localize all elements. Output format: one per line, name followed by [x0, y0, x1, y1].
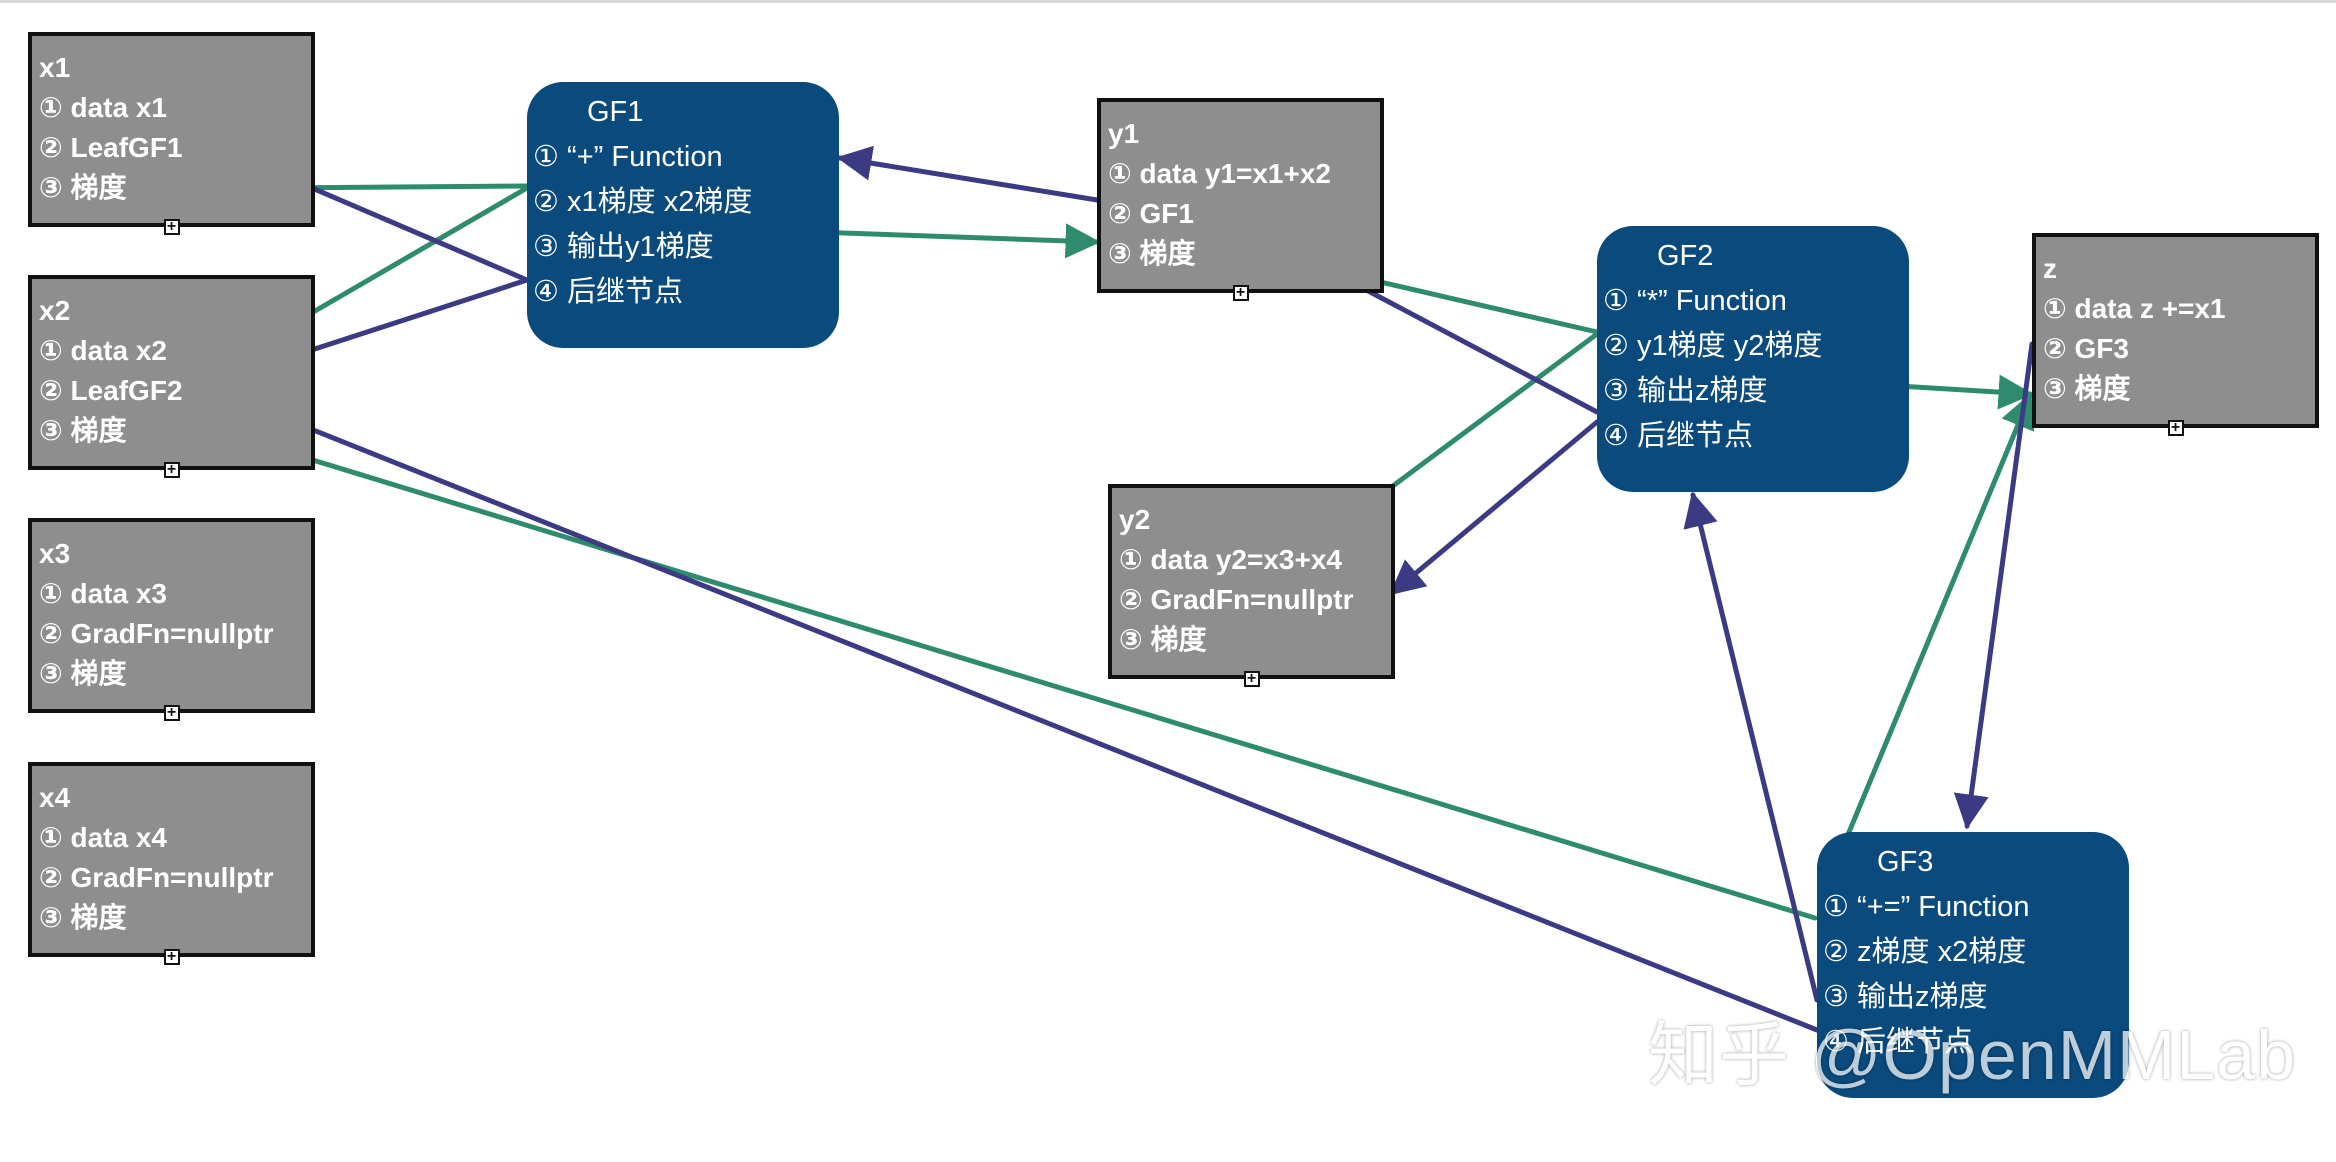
edge-gf3-next-to-x2	[204, 383, 1820, 1033]
node-field-grad: ③ 梯度	[39, 902, 127, 933]
node-field-output-grad: ③ 输出y1梯度	[533, 231, 714, 263]
expand-icon[interactable]: +	[163, 462, 180, 478]
function-node-gf2[interactable]: GF2 ① “*” Function ② y1梯度 y2梯度 ③ 输出z梯度 ④…	[1597, 226, 1909, 492]
node-field-gradfn: ② GradFn=nullptr	[39, 862, 274, 893]
node-title: y1	[1108, 118, 1140, 149]
node-field-grad: ③ 梯度	[39, 658, 127, 689]
tensor-node-z[interactable]: z ① data z +=x1 ② GF3 ③ 梯度 +	[2032, 233, 2319, 436]
node-field-input-grads: ② z梯度 x2梯度	[1823, 936, 2027, 968]
node-field-grad: ③ 梯度	[39, 415, 127, 446]
node-field-data: ① data x4	[39, 822, 167, 853]
tensor-node-x3[interactable]: x3 ① data x3 ② GradFn=nullptr ③ 梯度 +	[28, 518, 315, 721]
top-border	[0, 0, 2336, 3]
node-field-gradfn: ② LeafGF2	[39, 375, 183, 406]
node-title: x3	[39, 538, 71, 569]
node-field-grad: ③ 梯度	[1108, 238, 1196, 269]
node-field-data: ① data y2=x3+x4	[1119, 544, 1342, 575]
expand-icon[interactable]: +	[1243, 671, 1260, 687]
node-field-grad: ③ 梯度	[1119, 624, 1207, 655]
node-field-next-nodes: ④ 后继节点	[1823, 1026, 1974, 1058]
node-field-next-nodes: ④ 后继节点	[1603, 420, 1754, 452]
expand-icon[interactable]: +	[2167, 420, 2184, 436]
node-field-data: ① data x1	[39, 92, 167, 123]
function-node-gf1[interactable]: GF1 ① “+” Function ② x1梯度 x2梯度 ③ 输出y1梯度 …	[527, 82, 839, 348]
tensor-node-y1[interactable]: y1 ① data y1=x1+x2 ② GF1 ③ 梯度 +	[1097, 98, 1384, 301]
node-field-op: ① “+” Function	[533, 141, 723, 173]
node-field-gradfn: ② GradFn=nullptr	[39, 618, 274, 649]
node-title: y2	[1119, 504, 1151, 535]
node-field-output-grad: ③ 输出z梯度	[1603, 375, 1768, 407]
node-title: x1	[39, 52, 71, 83]
expand-icon[interactable]: +	[163, 219, 180, 235]
tensor-node-x1[interactable]: x1 ① data x1 ② LeafGF1 ③ 梯度 +	[28, 32, 315, 235]
node-field-data: ① data y1=x1+x2	[1108, 158, 1331, 189]
node-field-data: ① data z +=x1	[2043, 293, 2226, 324]
node-title: x4	[39, 782, 71, 813]
expand-icon[interactable]: +	[163, 949, 180, 965]
expand-icon[interactable]: +	[1232, 285, 1249, 301]
node-field-input-grads: ② x1梯度 x2梯度	[533, 186, 753, 218]
node-field-data: ① data x2	[39, 335, 167, 366]
node-field-gradfn: ② LeafGF1	[39, 132, 183, 163]
edge-z-gf-to-gf3	[1953, 341, 2035, 830]
tensor-node-x2[interactable]: x2 ① data x2 ② LeafGF2 ③ 梯度 +	[28, 275, 315, 478]
edge-gf3-grad-to-x2	[161, 407, 1818, 921]
node-title: z	[2043, 253, 2057, 284]
node-field-gradfn: ② GradFn=nullptr	[1119, 584, 1354, 615]
node-field-gradfn: ② GF1	[1108, 198, 1194, 229]
node-field-output-grad: ③ 输出z梯度	[1823, 981, 1988, 1013]
node-title: GF2	[1657, 240, 1714, 272]
node-field-grad: ③ 梯度	[2043, 373, 2131, 404]
expand-icon[interactable]: +	[163, 705, 180, 721]
node-field-gradfn: ② GF3	[2043, 333, 2129, 364]
node-title: x2	[39, 295, 71, 326]
tensor-node-y2[interactable]: y2 ① data y2=x3+x4 ② GradFn=nullptr ③ 梯度…	[1108, 484, 1395, 687]
node-title: GF3	[1877, 846, 1934, 878]
edge-y1-gf-to-gf1	[836, 145, 1100, 203]
edge-gf2-next-to-y2	[1389, 419, 1600, 596]
edge-gf3-next-to-gf2	[1683, 491, 1820, 1003]
node-field-grad: ③ 梯度	[39, 172, 127, 203]
node-title: GF1	[587, 96, 644, 128]
node-field-data: ① data x3	[39, 578, 167, 609]
function-node-gf3[interactable]: GF3 ① “+=” Function ② z梯度 x2梯度 ③ 输出z梯度 ④…	[1817, 832, 2129, 1098]
node-field-next-nodes: ④ 后继节点	[533, 276, 684, 308]
watermark: 知乎 @OpenMMLab	[1648, 1016, 2297, 1094]
tensor-node-x4[interactable]: x4 ① data x4 ② GradFn=nullptr ③ 梯度 +	[28, 762, 315, 965]
node-field-op: ① “+=” Function	[1823, 891, 2030, 923]
node-field-input-grads: ② y1梯度 y2梯度	[1603, 330, 1823, 362]
node-field-op: ① “*” Function	[1603, 285, 1787, 317]
